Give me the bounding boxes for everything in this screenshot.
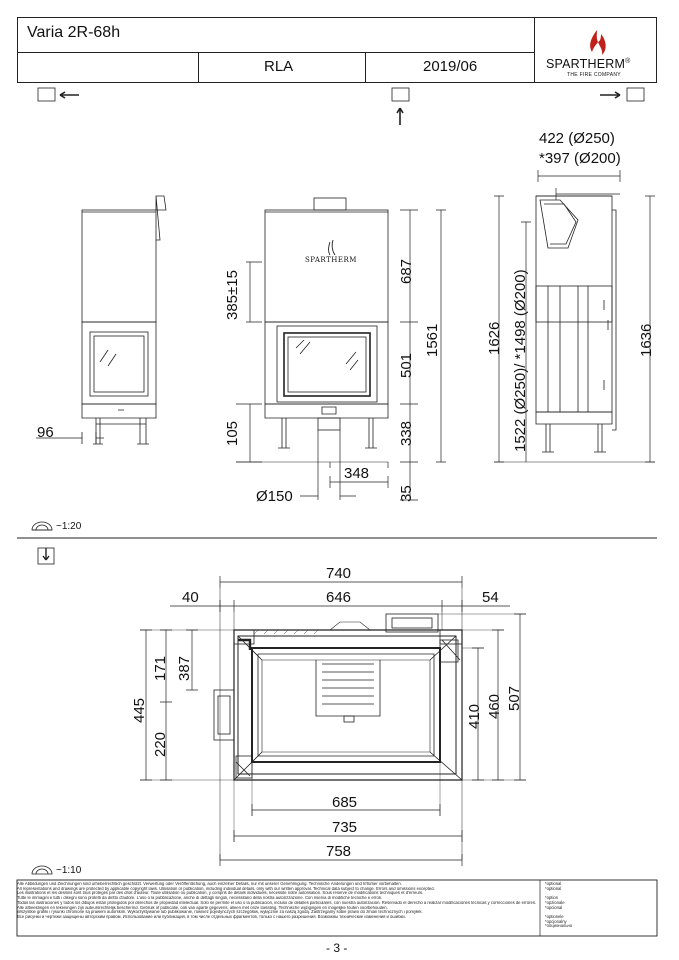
dim-40: 40: [182, 589, 199, 606]
view-left-arrow-icon: [37, 87, 79, 102]
scale-upper: ~1:20: [56, 521, 82, 532]
model-title: Varia 2R-68h: [27, 24, 121, 41]
disclaimer-line: Tutte le immagini e tutti i disegni sono…: [17, 896, 383, 901]
dim-758: 758: [326, 843, 352, 860]
dim-105: 105: [224, 420, 241, 446]
front-logo-text: SPARTHERM: [305, 256, 357, 264]
dim-338: 338: [398, 420, 415, 446]
dim-385: 385±15: [224, 270, 241, 320]
dim-35: 35: [398, 485, 415, 502]
dim-445: 445: [131, 697, 148, 723]
protractor-scale-icon: [31, 521, 53, 531]
dim-1561: 1561: [424, 323, 441, 357]
view-right-arrow-icon: [600, 87, 645, 102]
optional-label: *optionele: [545, 913, 564, 919]
dim-422: 422 (Ø250): [539, 130, 615, 147]
disclaimer-line: Wszystkie grafiki i rysunki chronione są…: [17, 910, 423, 915]
optional-label: *опционально: [545, 923, 573, 929]
disclaimer-line: Todas las ilustraciones y todos los dibu…: [17, 900, 537, 905]
side-view-drawing: [36, 195, 167, 445]
dim-1522: 1522 (Ø250)/ *1498 (Ø200): [512, 269, 529, 452]
optional-label: *opzionale: [545, 899, 565, 905]
optional-label: *opcjonalny: [545, 918, 567, 924]
dim-96: 96: [37, 424, 54, 441]
scale-lower: ~1:10: [56, 865, 82, 876]
dim-740: 740: [326, 565, 352, 582]
dim-54: 54: [482, 589, 499, 606]
disclaimer-line: Les illustrations et les dessins sont to…: [17, 891, 424, 896]
dim-460: 460: [486, 693, 503, 719]
disclaimer-line: Alle afbeeldingen en tekeningen zijn aut…: [17, 905, 388, 910]
dim-410: 410: [466, 703, 483, 729]
brand-name: SPARTHERM®: [546, 57, 631, 71]
plan-view-drawing: [140, 576, 526, 866]
right-view-drawing: [494, 170, 655, 463]
dim-735: 735: [332, 819, 358, 836]
brand-tagline: THE FIRE COMPANY: [567, 72, 621, 78]
optional-label: *optional: [545, 881, 562, 886]
disclaimer-line: All representations and drawings are pro…: [17, 886, 435, 891]
protractor-scale-icon-lower: [31, 865, 53, 875]
top-view-icon: [37, 547, 55, 565]
view-front-arrow-icon: [391, 87, 410, 125]
dim-171: 171: [152, 655, 169, 681]
dim-1626: 1626: [486, 321, 503, 355]
logo-cell: [534, 17, 657, 83]
dim-387: 387: [176, 655, 193, 681]
dim-687: 687: [398, 258, 415, 284]
optional-label: *optional: [545, 885, 562, 891]
front-view-drawing: [236, 197, 446, 501]
dim-501: 501: [398, 352, 415, 378]
disclaimer-line: Alle Abbildungen und Zeichnungen sind ur…: [17, 882, 402, 886]
drawing-code: RLA: [264, 58, 294, 75]
dim-646: 646: [326, 589, 352, 606]
copyright-disclaimer: Alle Abbildungen und Zeichnungen sind ur…: [17, 882, 539, 934]
dim-1636: 1636: [638, 323, 655, 357]
dim-348: 348: [344, 465, 370, 482]
dim-685: 685: [332, 794, 358, 811]
optional-label: *option: [545, 895, 559, 901]
dim-397: *397 (Ø200): [539, 150, 621, 167]
brand-registered: ®: [625, 57, 631, 65]
dim-220: 220: [152, 731, 169, 757]
drawing-date: 2019/06: [423, 58, 478, 75]
disclaimer-line: Все рисунки и чертежи защищены авторским…: [17, 914, 406, 919]
dim-507: 507: [506, 685, 523, 711]
page-number: - 3 -: [326, 941, 348, 955]
brand-text: SPARTHERM: [546, 57, 626, 71]
optional-labels: *optional *optional *option *opzionale *…: [545, 881, 657, 929]
optional-label: *opcional: [545, 904, 563, 910]
dim-150: Ø150: [256, 488, 293, 505]
